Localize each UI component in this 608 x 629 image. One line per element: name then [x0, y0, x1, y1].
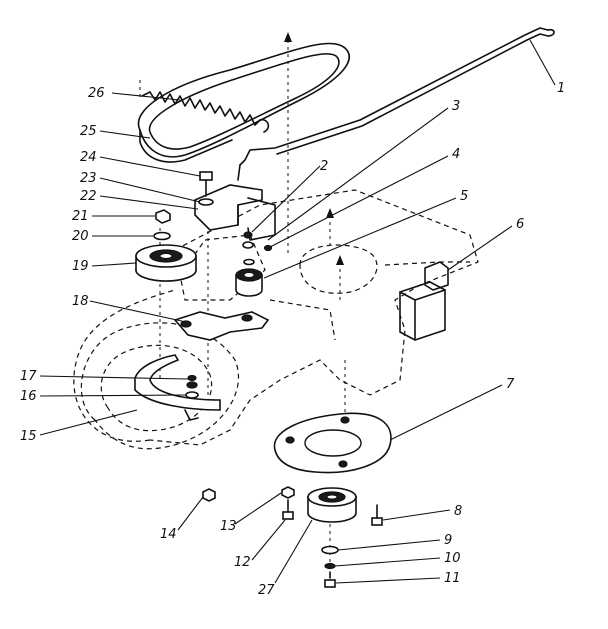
callout-19: 19	[72, 259, 89, 274]
part-2-4-fasteners	[242, 231, 273, 252]
part-12-bolt	[282, 499, 294, 520]
part-16-washer	[185, 391, 199, 399]
callout-23: 23	[80, 171, 97, 186]
callout-11: 11	[444, 571, 461, 586]
callout-7: 7	[506, 377, 515, 392]
part-5-idler	[235, 258, 263, 297]
callout-26: 26	[88, 86, 105, 101]
part-21-nut	[155, 209, 171, 224]
part-20-washer	[153, 231, 171, 241]
part-6-bracket	[399, 261, 449, 341]
callout-24: 24	[80, 150, 97, 165]
part-27-pulley	[307, 487, 357, 523]
part-17-nut	[187, 374, 197, 382]
part-18-idler-arm	[173, 311, 270, 341]
part-13-nut	[281, 486, 295, 499]
part-10-washer	[324, 562, 336, 570]
callout-18: 18	[72, 294, 89, 309]
callout-17: 17	[20, 369, 37, 384]
callout-5: 5	[460, 189, 468, 204]
callout-12: 12	[234, 555, 251, 570]
callout-3: 3	[452, 99, 460, 114]
part-14-nut	[202, 488, 216, 502]
callout-2: 2	[320, 159, 328, 174]
callout-21: 21	[72, 209, 89, 224]
part-25-belt	[137, 42, 350, 163]
part-26-spring	[141, 91, 270, 133]
part-7-plate	[273, 412, 392, 474]
part-22-bracket	[194, 184, 276, 241]
callout-4: 4	[452, 147, 460, 162]
callout-15: 15	[20, 429, 37, 444]
part-8-bolt	[371, 504, 383, 526]
deck-outline	[73, 189, 479, 450]
part-15-belt-guide	[134, 354, 221, 421]
part-24-bolt	[199, 171, 213, 197]
callout-14: 14	[160, 527, 177, 542]
callout-6: 6	[516, 217, 524, 232]
callout-16: 16	[20, 389, 37, 404]
callout-27: 27	[258, 583, 275, 598]
part-23-washer	[198, 198, 214, 206]
callout-8: 8	[454, 504, 462, 519]
callout-1: 1	[557, 81, 565, 96]
leader-lines	[39, 39, 556, 584]
callout-22: 22	[80, 189, 97, 204]
callout-10: 10	[444, 551, 461, 566]
callout-20: 20	[72, 229, 89, 244]
callout-9: 9	[444, 533, 452, 548]
callout-labels: 1 2 3 4 5 6 7 8 9 10 11 12 13 14 15 16 1…	[20, 81, 565, 598]
part-9-washer	[321, 545, 339, 555]
part-1-control-rod	[237, 27, 555, 181]
callout-13: 13	[220, 519, 237, 534]
part-11-bolt	[324, 571, 336, 588]
part-19-pulley	[135, 244, 197, 282]
callout-25: 25	[80, 124, 97, 139]
